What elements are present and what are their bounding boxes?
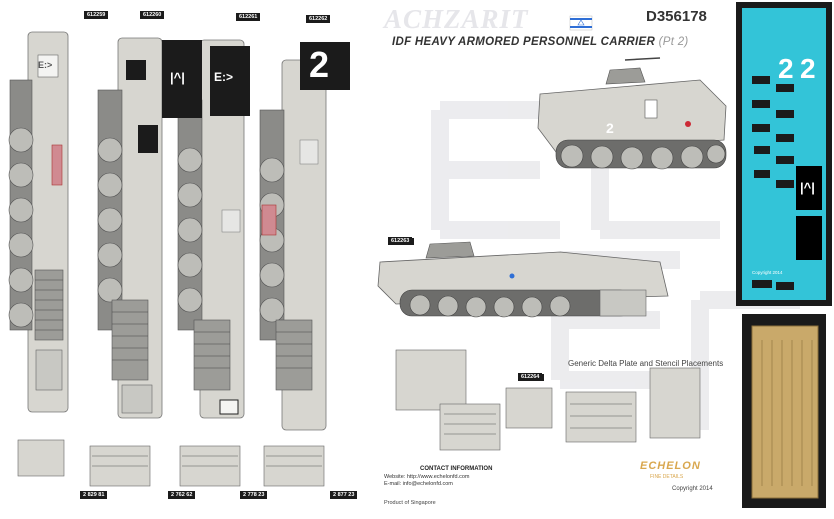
rear-detail-slats (92, 455, 322, 467)
vehicle-top-view-2 (97, 37, 163, 419)
vehicle-top-view-3 (177, 39, 245, 419)
code-tag: 612260 (140, 11, 165, 19)
brand-title: ACHZARIT (384, 4, 529, 34)
plate-large-2 (210, 46, 250, 116)
code-tag: 612262 (306, 15, 331, 23)
photo-etch-fret (751, 325, 819, 499)
israel-flag-icon (569, 15, 593, 31)
marking-number-2: 2 (309, 44, 330, 85)
side-view-vehicle-2 (377, 241, 669, 318)
marking-delta-1: E:> (214, 70, 234, 84)
code-tag: 2 762 62 (168, 491, 196, 499)
side-view-vehicle-1 (537, 57, 727, 170)
code-tag: 612264 (518, 373, 543, 381)
code-tag: 2 877 23 (330, 491, 358, 499)
marking-number-2-side: 2 (606, 120, 614, 136)
contact-heading: CONTACT INFORMATION (420, 466, 493, 472)
contact-website: Website: http://www.echelonfd.com (384, 474, 470, 480)
sheet-title-text: IDF HEAVY ARMORED PERSONNEL CARRIER (392, 36, 656, 48)
plate-large-1 (162, 40, 202, 118)
code-tag: 2 778 23 (240, 491, 268, 499)
made-in-label: Product of Singapore (384, 500, 436, 506)
catalog-number: D356178 (646, 8, 707, 25)
decal-plate-1 (796, 166, 822, 210)
code-tag: 612263 (388, 237, 413, 245)
decal-preview-panel: 2 2 (736, 2, 832, 508)
code-tag: 612261 (236, 13, 261, 21)
top-view-vehicles (8, 31, 327, 431)
echelon-logo-sub: FINE DETAILS (650, 474, 684, 480)
marking-delta-2: E:> (38, 60, 53, 70)
marking-plate-symbol-1: |^| (170, 70, 185, 85)
copyright-notice: Copyright 2014 (672, 486, 713, 492)
delta-plate-slats (444, 403, 632, 435)
code-tag: 2 829 81 (80, 491, 108, 499)
decal-copyright: Copyright 2014 (752, 270, 783, 275)
delta-plate-details (395, 349, 701, 451)
code-tag: 612259 (84, 11, 109, 19)
vehicle-top-view-1 (8, 31, 69, 413)
sheet-title-suffix: (Pt 2) (658, 36, 689, 48)
decal-big-2: 2 (778, 53, 794, 84)
plate-large-3 (300, 42, 350, 90)
delta-plate-title: Generic Delta Plate and Stencil Placemen… (568, 359, 724, 368)
marking-plate-symbol-2: |^| (800, 180, 815, 195)
contact-email: E-mail: info@echelonfd.com (384, 481, 453, 487)
sheet-title: IDF HEAVY ARMORED PERSONNEL CARRIER (Pt … (392, 36, 689, 48)
echelon-logo: ECHELON (640, 460, 701, 472)
decal-big-2b: 2 (800, 53, 816, 84)
decal-plate-2 (796, 216, 822, 260)
vehicle-top-view-4 (259, 59, 327, 431)
